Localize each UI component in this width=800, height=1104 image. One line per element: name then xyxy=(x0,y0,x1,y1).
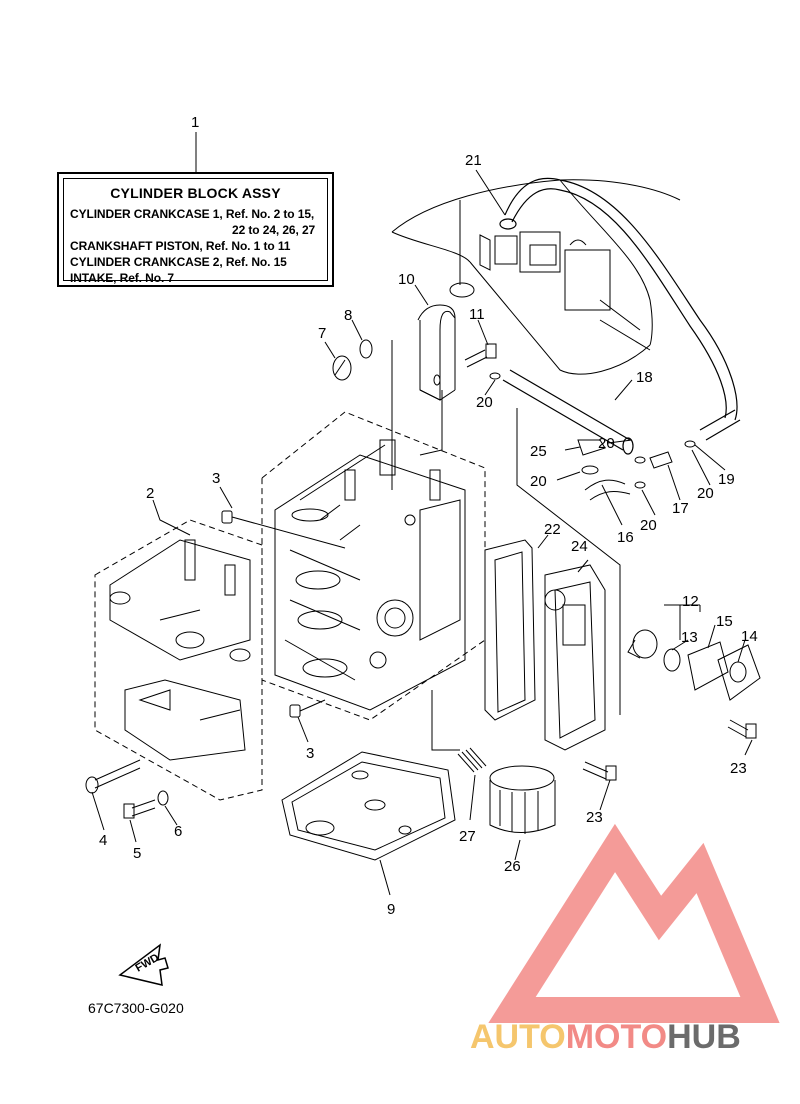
engine-top-outline xyxy=(391,179,681,375)
legend-inner-frame: CYLINDER BLOCK ASSY CYLINDER CRANKCASE 1… xyxy=(63,178,328,285)
callout-6: 6 xyxy=(174,823,182,840)
watermark-text: AUTOMOTOHUB xyxy=(470,1018,741,1057)
hose-part-18-19 xyxy=(502,369,741,455)
bolt-part-23 xyxy=(582,719,757,781)
callout-20a: 20 xyxy=(476,394,493,411)
hose-part-21 xyxy=(499,177,738,421)
callout-22: 22 xyxy=(544,521,561,538)
dowel-pin-3 xyxy=(221,510,346,718)
leader-lines xyxy=(91,132,753,896)
watermark-part-hub: HUB xyxy=(667,1018,741,1056)
oil-filter-part-26 xyxy=(489,765,556,834)
callout-9: 9 xyxy=(387,901,395,918)
callout-1: 1 xyxy=(191,114,199,131)
callout-26: 26 xyxy=(504,858,521,875)
diagram-code: 67C7300-G020 xyxy=(88,1000,184,1016)
callout-8: 8 xyxy=(344,307,352,324)
callout-17: 17 xyxy=(672,500,689,517)
cover-gasket-22-24 xyxy=(484,539,606,751)
spring-part-27 xyxy=(457,747,487,773)
callout-19: 19 xyxy=(718,471,735,488)
callout-3a: 3 xyxy=(212,470,220,487)
plug-part-7 xyxy=(332,355,352,381)
callout-18: 18 xyxy=(636,369,653,386)
cylinder-block-assembly xyxy=(261,411,486,721)
gasket-part-9 xyxy=(281,751,456,861)
callout-23a: 23 xyxy=(586,809,603,826)
watermark-part-auto: AUTO xyxy=(470,1018,566,1056)
bolt-part-4 xyxy=(85,759,141,794)
thermostat-parts-12-15 xyxy=(627,629,761,701)
bolt-part-11 xyxy=(464,343,497,368)
callout-20e: 20 xyxy=(697,485,714,502)
legend-line: CYLINDER CRANKCASE 2, Ref. No. 15 xyxy=(70,255,287,269)
bolt-part-5 xyxy=(123,799,156,819)
callout-numbers: 1 2 3 3 4 5 6 7 8 9 10 11 12 13 14 15 16… xyxy=(99,114,758,918)
watermark-part-moto: MOTO xyxy=(565,1018,668,1056)
callout-21: 21 xyxy=(465,152,482,169)
callout-16: 16 xyxy=(617,529,634,546)
callout-3b: 3 xyxy=(306,745,314,762)
crankcase-part-2 xyxy=(94,519,263,801)
callout-25: 25 xyxy=(530,443,547,460)
callout-5: 5 xyxy=(133,845,141,862)
legend-line: CRANKSHAFT PISTON, Ref. No. 1 to 11 xyxy=(70,239,291,253)
callout-10: 10 xyxy=(398,271,415,288)
callout-15: 15 xyxy=(716,613,733,630)
bracket-part-10 xyxy=(417,304,456,401)
legend-box: CYLINDER BLOCK ASSY CYLINDER CRANKCASE 1… xyxy=(57,172,334,287)
legend-title: CYLINDER BLOCK ASSY xyxy=(110,185,281,201)
hose-connectors-16-17-20-25 xyxy=(489,372,696,715)
callout-14: 14 xyxy=(741,628,758,645)
legend-line: 22 to 24, 26, 27 xyxy=(232,223,316,237)
watermark-logo-triangle xyxy=(488,823,780,1023)
callout-12: 12 xyxy=(682,593,699,610)
callout-7: 7 xyxy=(318,325,326,342)
callout-24: 24 xyxy=(571,538,588,555)
callout-4: 4 xyxy=(99,832,107,849)
legend-line: INTAKE, Ref. No. 7 xyxy=(70,271,174,285)
fwd-arrow-icon: FWD xyxy=(118,943,169,986)
callout-23b: 23 xyxy=(730,760,747,777)
callout-20b: 20 xyxy=(530,473,547,490)
callout-20c: 20 xyxy=(598,435,615,452)
callout-13: 13 xyxy=(681,629,698,646)
callout-11: 11 xyxy=(469,306,485,323)
legend-line: CYLINDER CRANKCASE 1, Ref. No. 2 to 15, xyxy=(70,207,315,221)
callout-2: 2 xyxy=(146,485,154,502)
callout-20d: 20 xyxy=(640,517,657,534)
washer-part-6 xyxy=(157,790,169,806)
callout-27: 27 xyxy=(459,828,476,845)
gasket-part-8 xyxy=(359,339,373,359)
